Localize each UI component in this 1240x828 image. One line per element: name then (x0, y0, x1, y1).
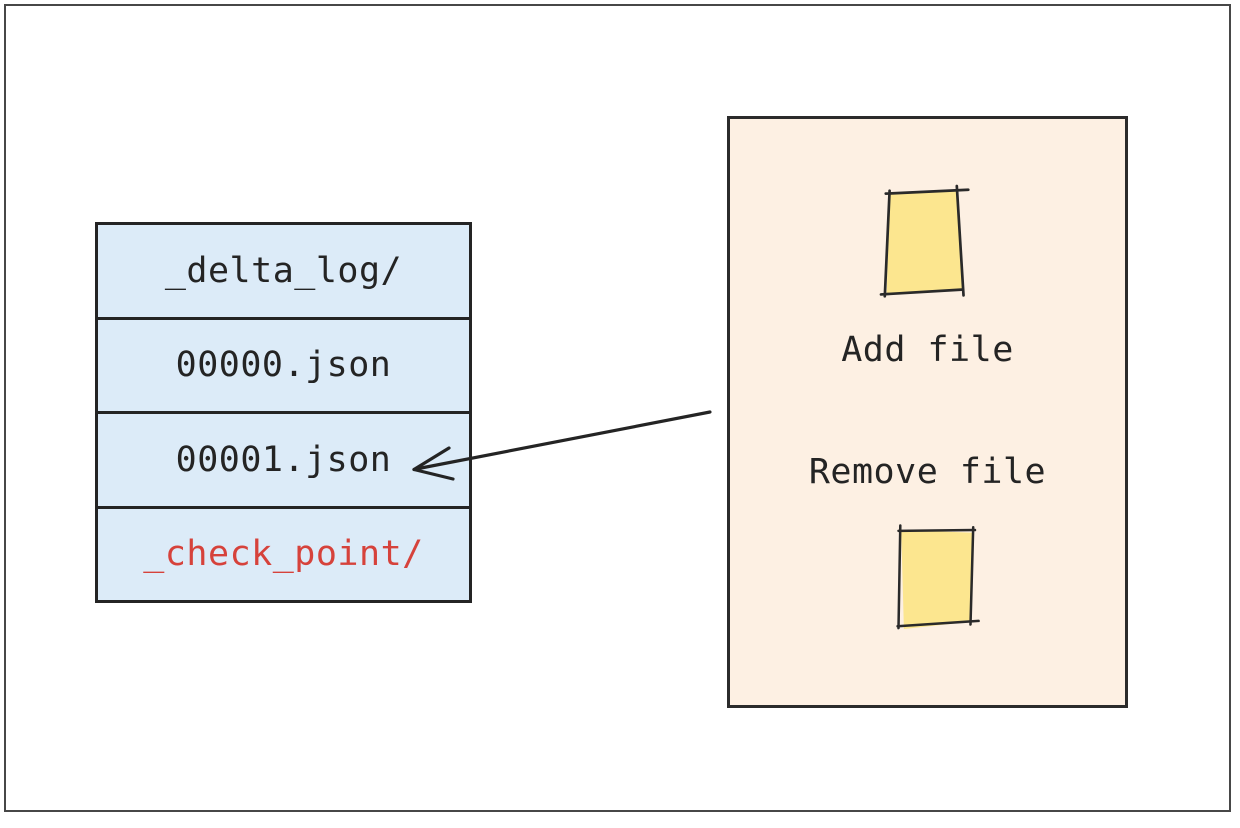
row-label: _check_point/ (143, 534, 424, 575)
transaction-panel: Add file Remove file (727, 116, 1128, 708)
row-label: 00000.json (175, 345, 392, 386)
add-file-label: Add file (841, 330, 1014, 370)
file-note-icon (879, 184, 970, 298)
row-label: 00001.json (175, 439, 392, 480)
table-row-00000-json: 00000.json (98, 320, 469, 414)
table-row-delta-log: _delta_log/ (98, 225, 469, 320)
row-label: _delta_log/ (164, 250, 403, 291)
table-row-check-point: _check_point/ (98, 509, 469, 601)
file-note-icon (896, 524, 980, 630)
delta-log-table: _delta_log/ 00000.json 00001.json _check… (95, 222, 472, 603)
table-row-00001-json: 00001.json (98, 414, 469, 509)
remove-file-label: Remove file (808, 452, 1047, 492)
